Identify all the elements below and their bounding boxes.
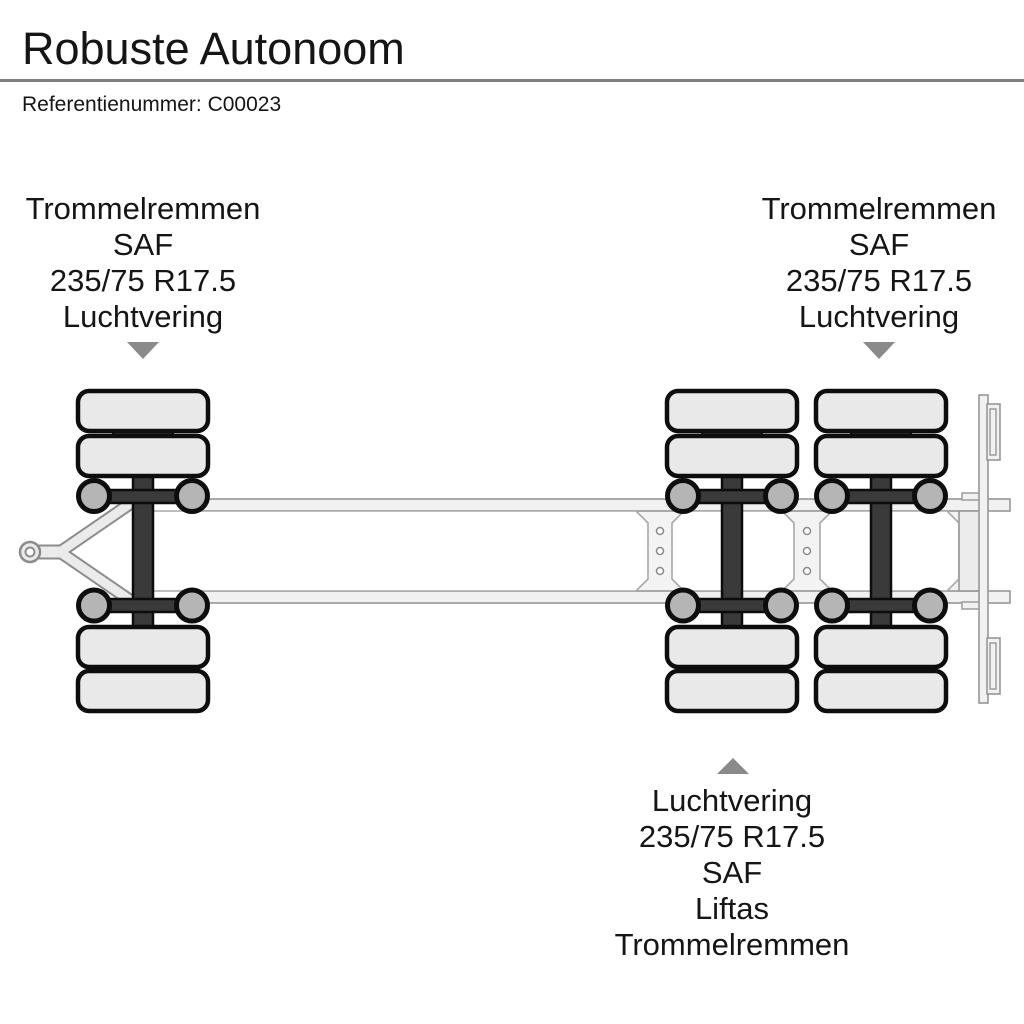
label-line: 235/75 R17.5 — [638, 819, 826, 854]
up-arrow-icon-middle — [717, 758, 749, 774]
drawbar — [18, 491, 144, 613]
rear-axle-group — [813, 388, 949, 714]
front-axle-label-block: Trommelremmen SAF 235/75 R17.5 Luchtveri… — [0, 191, 288, 335]
label-line: SAF — [848, 227, 910, 262]
label-line: SAF — [112, 227, 174, 262]
reference-number: Referentienummer: C00023 — [22, 93, 282, 116]
label-line: Trommelremmen — [761, 191, 997, 226]
label-line: Luchtvering — [798, 299, 960, 334]
label-line: Trommelremmen — [25, 191, 261, 226]
frame-cutout-panel — [137, 510, 649, 592]
label-line: Liftas — [694, 891, 770, 926]
label-line: Trommelremmen — [614, 927, 850, 962]
middle-axle-label-block: Luchtvering 235/75 R17.5 SAF Liftas Trom… — [587, 783, 877, 963]
label-line: Luchtvering — [651, 783, 813, 818]
label-line: 235/75 R17.5 — [785, 263, 973, 298]
header-divider — [0, 79, 1024, 82]
label-line: SAF — [701, 855, 763, 890]
web-holes — [655, 526, 812, 576]
label-line: 235/75 R17.5 — [49, 263, 237, 298]
page-title: Robuste Autonoom — [22, 23, 405, 74]
down-arrow-icon-front — [127, 342, 159, 359]
down-arrow-icon-rear — [863, 342, 895, 359]
middle-axle-group — [664, 388, 800, 714]
front-axle-group — [75, 388, 211, 714]
rear-crossmember — [958, 394, 1001, 704]
label-line: Luchtvering — [62, 299, 224, 334]
tow-eye-icon — [18, 540, 42, 564]
rear-axle-label-block: Trommelremmen SAF 235/75 R17.5 Luchtveri… — [734, 191, 1024, 335]
chassis-frame — [137, 394, 1011, 704]
